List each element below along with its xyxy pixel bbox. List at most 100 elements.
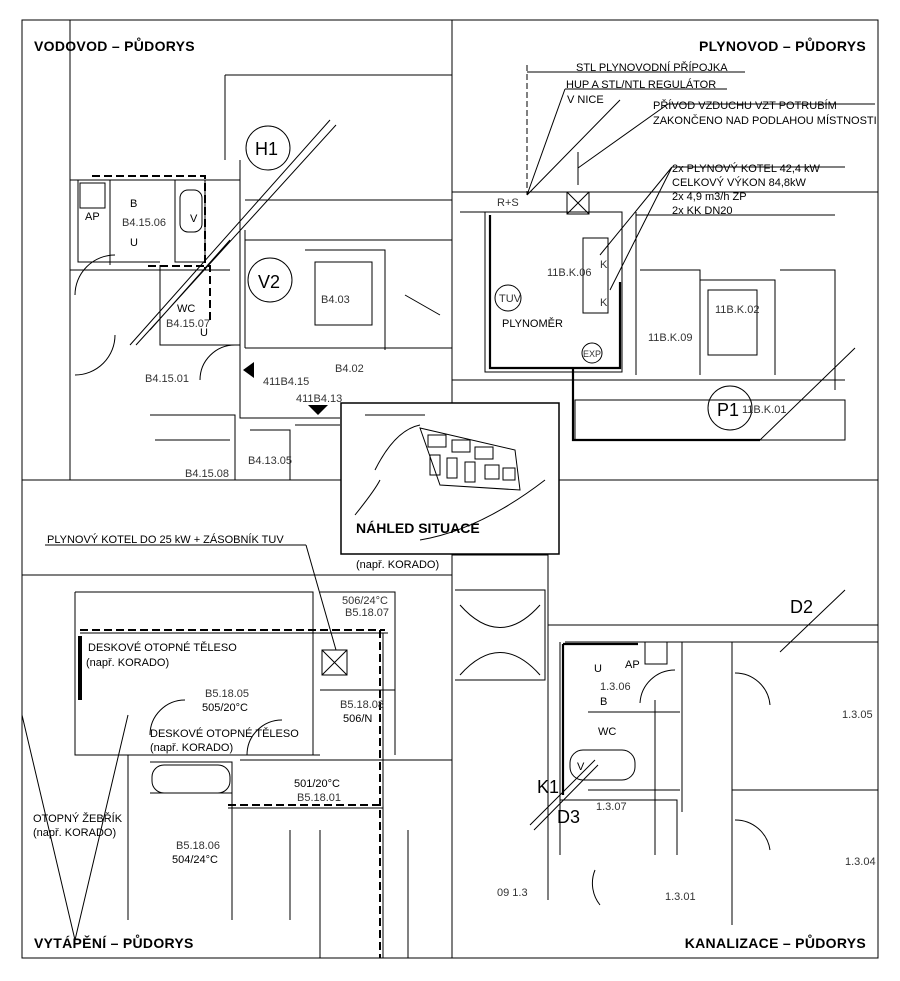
room-label: 1.3.06 bbox=[600, 681, 631, 693]
room-label: 1.3.01 bbox=[665, 891, 696, 903]
riser-v2-label: V2 bbox=[258, 272, 280, 292]
riser-d3-label: D3 bbox=[557, 807, 580, 827]
regulator-label: R+S bbox=[497, 197, 519, 209]
site-preview-inset: NÁHLED SITUACE bbox=[340, 402, 560, 555]
room-label: 09 1.3 bbox=[497, 887, 528, 899]
room-label: B4.02 bbox=[335, 363, 364, 375]
water-walls bbox=[69, 20, 452, 480]
heating-title: VYTÁPĚNÍ – PŮDORYS bbox=[34, 933, 194, 951]
site-map-sketch bbox=[354, 414, 546, 541]
room-label: 411B4.13 bbox=[296, 393, 342, 405]
riser-v2-circle bbox=[247, 257, 293, 303]
riser-h1-circle bbox=[245, 125, 291, 171]
riser-d2-label: D2 bbox=[790, 597, 813, 617]
riser-h1-label: H1 bbox=[255, 139, 278, 159]
boiler-note-4: 2x KK DN20 bbox=[672, 205, 733, 217]
fixture-u: U bbox=[594, 663, 602, 675]
boiler-note-2: CELKOVÝ VÝKON 84,8kW bbox=[672, 176, 806, 189]
room-temp: 506/N bbox=[343, 713, 372, 725]
gas-connection-note: STL PLYNOVODNÍ PŘÍPOJKA bbox=[576, 61, 728, 74]
water-risers bbox=[129, 119, 337, 346]
fixture-v: V bbox=[190, 213, 198, 225]
heating-plan: VYTÁPĚNÍ – PŮDORYS PLYNOVÝ KOTEL DO 25 k… bbox=[21, 533, 452, 958]
water-plan: VODOVOD – PŮDORYS H1 V2 AP B V U WC U B4… bbox=[34, 20, 452, 480]
boiler-note-1: 2x PLYNOVÝ KOTEL 42,4 kW bbox=[672, 162, 821, 175]
fixture-v: V bbox=[577, 761, 585, 773]
gas-title: PLYNOVOD – PŮDORYS bbox=[699, 36, 866, 54]
room-label: B4.15.06 bbox=[122, 217, 166, 229]
riser-p1-circle bbox=[707, 385, 753, 431]
inset-title: NÁHLED SITUACE bbox=[356, 520, 480, 536]
fixture-u2: U bbox=[200, 327, 208, 339]
section-marker-icon bbox=[243, 362, 328, 415]
air-supply-note-2: ZAKONČENO NAD PODLAHOU MÍSTNOSTI bbox=[653, 114, 877, 127]
room-label: 11B.K.06 bbox=[547, 267, 591, 279]
room-temp: 501/20°C bbox=[294, 778, 340, 790]
ladder-note-a: OTOPNÝ ŽEBŘÍK bbox=[33, 812, 123, 825]
fixture-wc: WC bbox=[177, 303, 195, 315]
sewer-plan: KANALIZACE – PŮDORYS D2 K1 D3 U AP B WC … bbox=[452, 554, 878, 951]
room-label: 1.3.04 bbox=[845, 856, 876, 868]
panel-note-3b: (např. KORADO) bbox=[356, 559, 439, 571]
heating-walls bbox=[21, 574, 452, 958]
room-temp: 505/20°C bbox=[202, 702, 248, 714]
gas-regulator-note-2: V NICE bbox=[567, 94, 604, 106]
gas-meter-note: PLYNOMĚR bbox=[502, 317, 563, 330]
room-label: B4.15.08 bbox=[185, 468, 229, 480]
room-label: B5.18.05 bbox=[205, 688, 249, 700]
room-label: B5.18.01 bbox=[297, 792, 341, 804]
riser-p1-label: P1 bbox=[717, 400, 739, 420]
gas-leaders bbox=[526, 71, 875, 441]
air-supply-note: PŘÍVOD VZDUCHU VZT POTRUBÍM bbox=[653, 99, 837, 112]
panel-note-2a: DESKOVÉ OTOPNÉ TĚLESO bbox=[150, 727, 299, 740]
fixture-ap: AP bbox=[85, 211, 100, 223]
room-temp: 506/24°C bbox=[342, 595, 388, 607]
fixture-wc: WC bbox=[598, 726, 616, 738]
boiler-leader bbox=[305, 544, 337, 651]
room-label: B4.03 bbox=[321, 294, 350, 306]
ladder-note-b: (např. KORADO) bbox=[33, 827, 116, 839]
fixture-ap: AP bbox=[625, 659, 640, 671]
exp-label: EXP bbox=[583, 349, 601, 359]
gas-pipe bbox=[488, 215, 760, 442]
heating-boiler-note: PLYNOVÝ KOTEL DO 25 kW + ZÁSOBNÍK TUV bbox=[47, 533, 284, 546]
room-label: B4.13.05 bbox=[248, 455, 292, 467]
sewer-pipe bbox=[561, 642, 638, 795]
fixture-b: B bbox=[130, 198, 137, 210]
gas-regulator-note: HUP A STL/NTL REGULÁTOR bbox=[566, 78, 716, 91]
gas-plan: PLYNOVOD – PŮDORYS STL PLYNOVODNÍ PŘÍPOJ… bbox=[452, 36, 878, 442]
boiler-k-label: K bbox=[600, 259, 608, 271]
boiler-k-label: K bbox=[600, 297, 608, 309]
room-label: B5.18.06 bbox=[176, 840, 220, 852]
room-label: B5.18.07 bbox=[345, 607, 389, 619]
panel-note-1b: (např. KORADO) bbox=[86, 657, 169, 669]
heating-pipe-supply bbox=[80, 629, 385, 958]
heating-pipe-return bbox=[80, 632, 388, 958]
room-label: 1.3.05 bbox=[842, 709, 873, 721]
fixture-b: B bbox=[600, 696, 607, 708]
room-label: 411B4.15 bbox=[263, 376, 309, 388]
tuv-label: TUV bbox=[499, 293, 522, 305]
tuv-circle bbox=[494, 284, 522, 312]
room-label: 1.3.07 bbox=[596, 801, 627, 813]
boiler-note-3: 2x 4,9 m3/h ZP bbox=[672, 191, 747, 203]
gas-walls bbox=[452, 191, 878, 441]
room-temp: 504/24°C bbox=[172, 854, 218, 866]
room-label: 11B.K.09 bbox=[648, 332, 692, 344]
fixture-u: U bbox=[130, 237, 138, 249]
water-pipe bbox=[92, 175, 211, 320]
sewer-title: KANALIZACE – PŮDORYS bbox=[685, 933, 866, 951]
panel-note-1a: DESKOVÉ OTOPNÉ TĚLESO bbox=[88, 641, 237, 654]
sewer-walls bbox=[452, 554, 878, 925]
room-label: B4.15.07 bbox=[166, 318, 210, 330]
sheet-frame bbox=[21, 19, 879, 959]
room-label: 11B.K.01 bbox=[742, 404, 786, 416]
exp-circle bbox=[581, 342, 603, 364]
room-label: 11B.K.02 bbox=[715, 304, 759, 316]
water-title: VODOVOD – PŮDORYS bbox=[34, 36, 195, 54]
panel-note-2b: (např. KORADO) bbox=[150, 742, 233, 754]
riser-k1-label: K1 bbox=[537, 777, 559, 797]
radiator-icon bbox=[78, 636, 82, 700]
sewer-risers bbox=[529, 589, 846, 831]
